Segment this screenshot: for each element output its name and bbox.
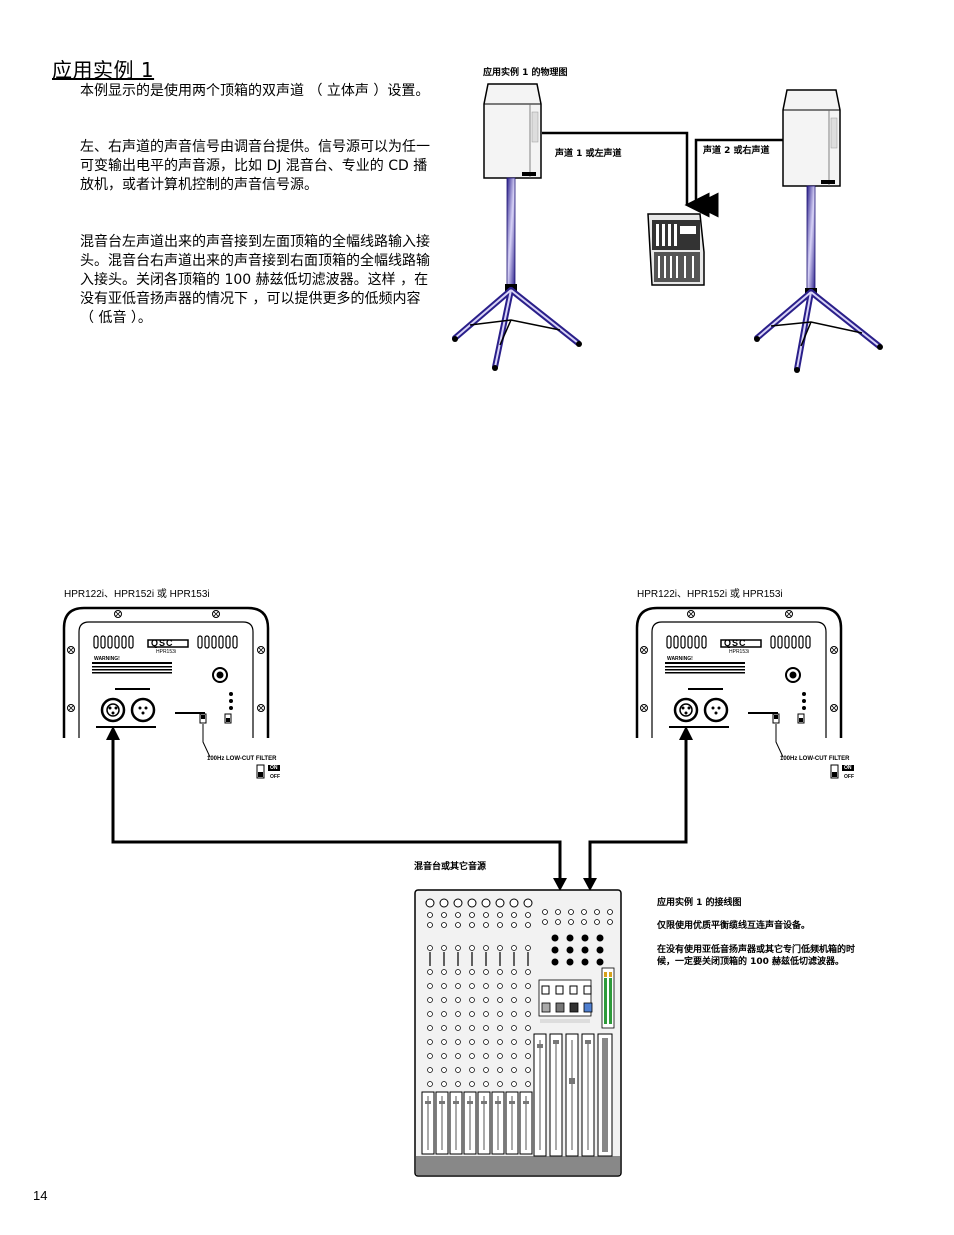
left-panel-model: HPR153i (156, 649, 177, 655)
right-model-label: HPR122i、HPR152i 或 HPR153i (637, 589, 783, 600)
right-filter-on-label: ON (842, 765, 854, 771)
right-panel-warning: WARNING! (667, 656, 693, 662)
right-speaker (782, 89, 841, 187)
right-panel-model: HPR153i (729, 649, 750, 655)
left-channel-label: 声道 1 或左声道 (555, 149, 622, 159)
right-filter-label: 100Hz LOW-CUT FILTER (780, 756, 850, 762)
small-mixer (647, 213, 705, 286)
right-channel-label: 声道 2 或右声道 (703, 146, 770, 156)
left-panel-warning: WARNING! (94, 656, 120, 662)
left-filter-switch-icon (256, 764, 265, 779)
left-panel-brand: QSC (151, 638, 174, 648)
right-panel-brand: QSC (724, 638, 747, 648)
left-filter-pointer (202, 724, 211, 758)
right-back-panel (635, 606, 843, 738)
left-stand (452, 177, 582, 371)
left-back-panel (62, 606, 270, 738)
signal-paragraph: 左、右声道的声音信号由调音台提供。信号源可以为任一可变输出电平的声音源，比如 D… (80, 139, 430, 193)
intro-paragraph: 本例显示的是使用两个顶箱的双声道 （ 立体声 ）设置。 (80, 83, 430, 99)
cable-note: 仅限使用优质平衡缆线互连声音设备。 (657, 921, 811, 931)
right-filter-off-label: OFF (844, 774, 854, 780)
right-filter-pointer (775, 724, 784, 758)
right-filter-switch-icon (830, 764, 839, 779)
left-filter-label: 100Hz LOW-CUT FILTER (207, 756, 277, 762)
left-filter-on-label: ON (268, 765, 280, 771)
mixer-label: 混音台或其它音源 (414, 862, 487, 872)
physical-diagram-caption: 应用实例 1 的物理图 (483, 68, 568, 78)
connection-paragraph: 混音台左声道出来的声音接到左面顶箱的全幅线路输入接头。混音台右声道出来的声音接到… (80, 234, 430, 326)
page-number: 14 (33, 1188, 48, 1203)
right-stand (754, 185, 883, 373)
large-mixer (414, 889, 622, 1177)
left-speaker (483, 83, 542, 179)
left-filter-off-label: OFF (270, 774, 280, 780)
left-model-label: HPR122i、HPR152i 或 HPR153i (64, 589, 210, 600)
cable-arrowheads (106, 726, 693, 891)
filter-note: 在没有使用亚低音扬声器或其它专门低频机箱的时候，一定要关闭顶箱的 100 赫兹低… (657, 945, 856, 967)
physical-cables (542, 131, 783, 218)
wiring-cables (111, 737, 688, 880)
wiring-diagram-caption: 应用实例 1 的接线图 (657, 898, 742, 908)
page-title: 应用实例 1 (52, 58, 155, 82)
